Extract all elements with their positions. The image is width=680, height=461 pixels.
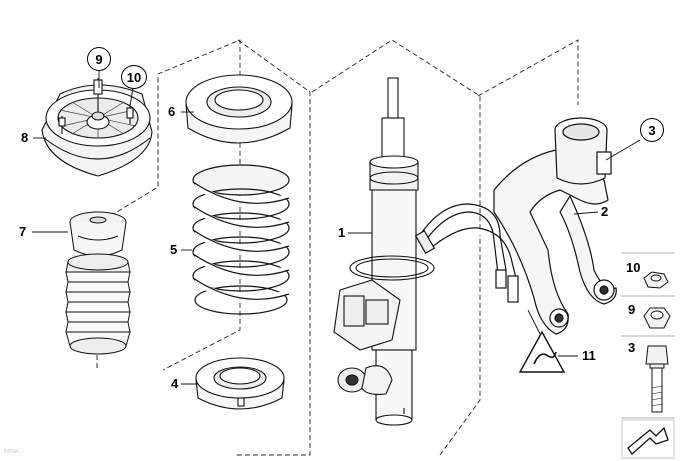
shock-absorber-part-1 xyxy=(333,77,435,426)
steering-knuckle-part-2 xyxy=(493,117,617,335)
bump-stop-bellows-part-7 xyxy=(65,211,131,355)
upper-spring-pad-part-6 xyxy=(185,74,293,144)
leader-lines xyxy=(32,70,641,385)
callout-3: 3 xyxy=(640,118,664,142)
coil-spring-part-5 xyxy=(192,164,290,315)
callout-5: 5 xyxy=(170,242,178,257)
nut-part-10 xyxy=(643,271,669,289)
direction-arrow-icon xyxy=(621,419,675,459)
callout-2: 2 xyxy=(601,204,609,219)
callout-8: 8 xyxy=(21,130,29,145)
top-mount-part-8 xyxy=(41,78,153,177)
callout-9: 9 xyxy=(87,47,111,71)
sensor-cable xyxy=(414,203,519,303)
lower-spring-pad-part-4 xyxy=(195,357,285,410)
side-label-3: 3 xyxy=(628,340,636,355)
bolt-part-3 xyxy=(645,345,669,413)
callout-7: 7 xyxy=(19,224,27,239)
nut-part-9 xyxy=(643,307,671,329)
footer-watermark: bmw... xyxy=(4,448,25,455)
warning-label-part-11 xyxy=(518,309,566,373)
callout-11: 11 xyxy=(582,348,596,363)
callout-6: 6 xyxy=(168,104,176,119)
side-label-9: 9 xyxy=(628,302,636,317)
callout-1: 1 xyxy=(338,225,346,240)
side-label-10: 10 xyxy=(626,260,641,275)
callout-4: 4 xyxy=(171,376,179,391)
side-panel-dividers xyxy=(621,252,675,419)
callout-10: 10 xyxy=(121,65,147,89)
